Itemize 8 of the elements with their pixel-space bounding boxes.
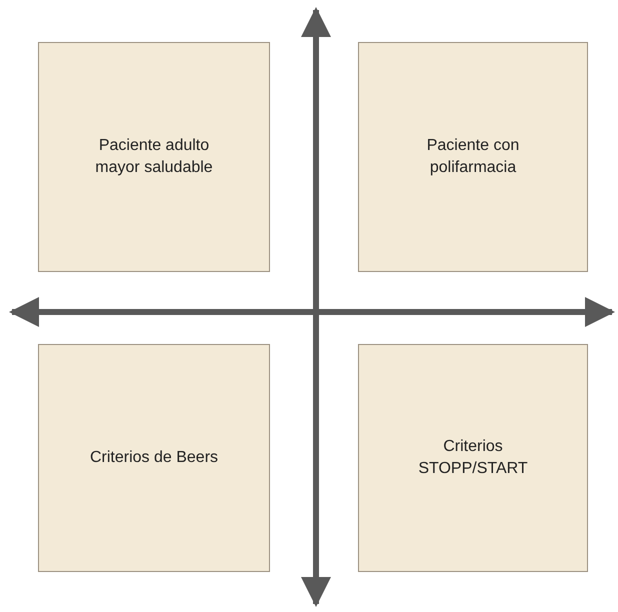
- quadrant-box: [38, 42, 270, 272]
- quadrant-label: Criterios de Beers: [88, 448, 220, 468]
- quadrant-label: Paciente adulto mayor saludable: [94, 136, 214, 178]
- quadrant-label: Criterios STOPP/START: [417, 437, 529, 479]
- quadrant-label: Paciente con polifarmacia: [426, 136, 520, 178]
- quadrant-box: [358, 42, 588, 272]
- quadrant-box: [358, 344, 588, 572]
- quadrant-box: [38, 344, 270, 572]
